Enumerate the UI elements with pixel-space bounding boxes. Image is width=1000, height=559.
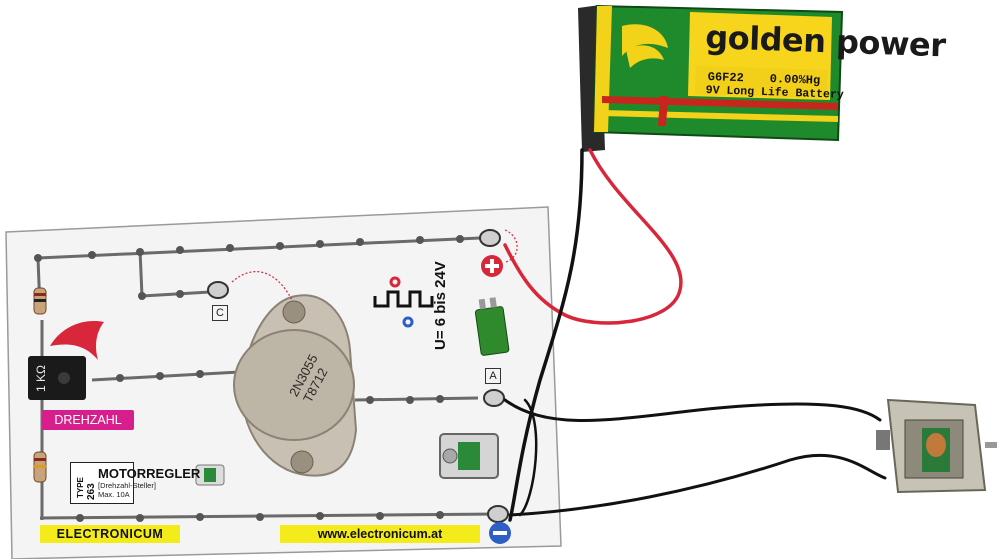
resistor-bottom	[33, 451, 47, 483]
board-subtitle: [Drehzahl-Steller]	[98, 481, 156, 490]
heatsink-symbol	[373, 276, 434, 328]
type-number: 263	[86, 483, 97, 500]
wires	[503, 148, 887, 522]
voltage-label: U= 6 bis 24V	[432, 261, 449, 350]
motor-symbol	[439, 433, 499, 479]
speed-label: DREHZAHL	[42, 410, 134, 430]
battery-symbol	[474, 297, 510, 356]
battery	[578, 4, 844, 152]
max-current: Max. 10A	[98, 490, 130, 499]
label-a: A	[485, 368, 501, 384]
plus-terminal-icon	[481, 255, 503, 277]
circuit-board	[5, 206, 562, 559]
dc-motor	[876, 398, 997, 494]
label-c: C	[212, 305, 228, 321]
brand-label: ELECTRONICUM	[40, 525, 180, 543]
transistor-2n3055	[233, 294, 358, 477]
website-label: www.electronicum.at	[280, 525, 480, 543]
minus-terminal-icon	[489, 522, 511, 544]
type-box	[70, 462, 134, 504]
resistor-top	[33, 287, 47, 315]
battery-model: G6F22	[707, 70, 744, 86]
battery-mercury: 0.00%Hg	[769, 72, 821, 88]
potentiometer-value: 1 KΩ	[34, 365, 48, 392]
type-label: TYPE	[76, 477, 85, 498]
board-title: MOTORREGLER	[98, 466, 201, 481]
potentiometer	[28, 356, 86, 400]
